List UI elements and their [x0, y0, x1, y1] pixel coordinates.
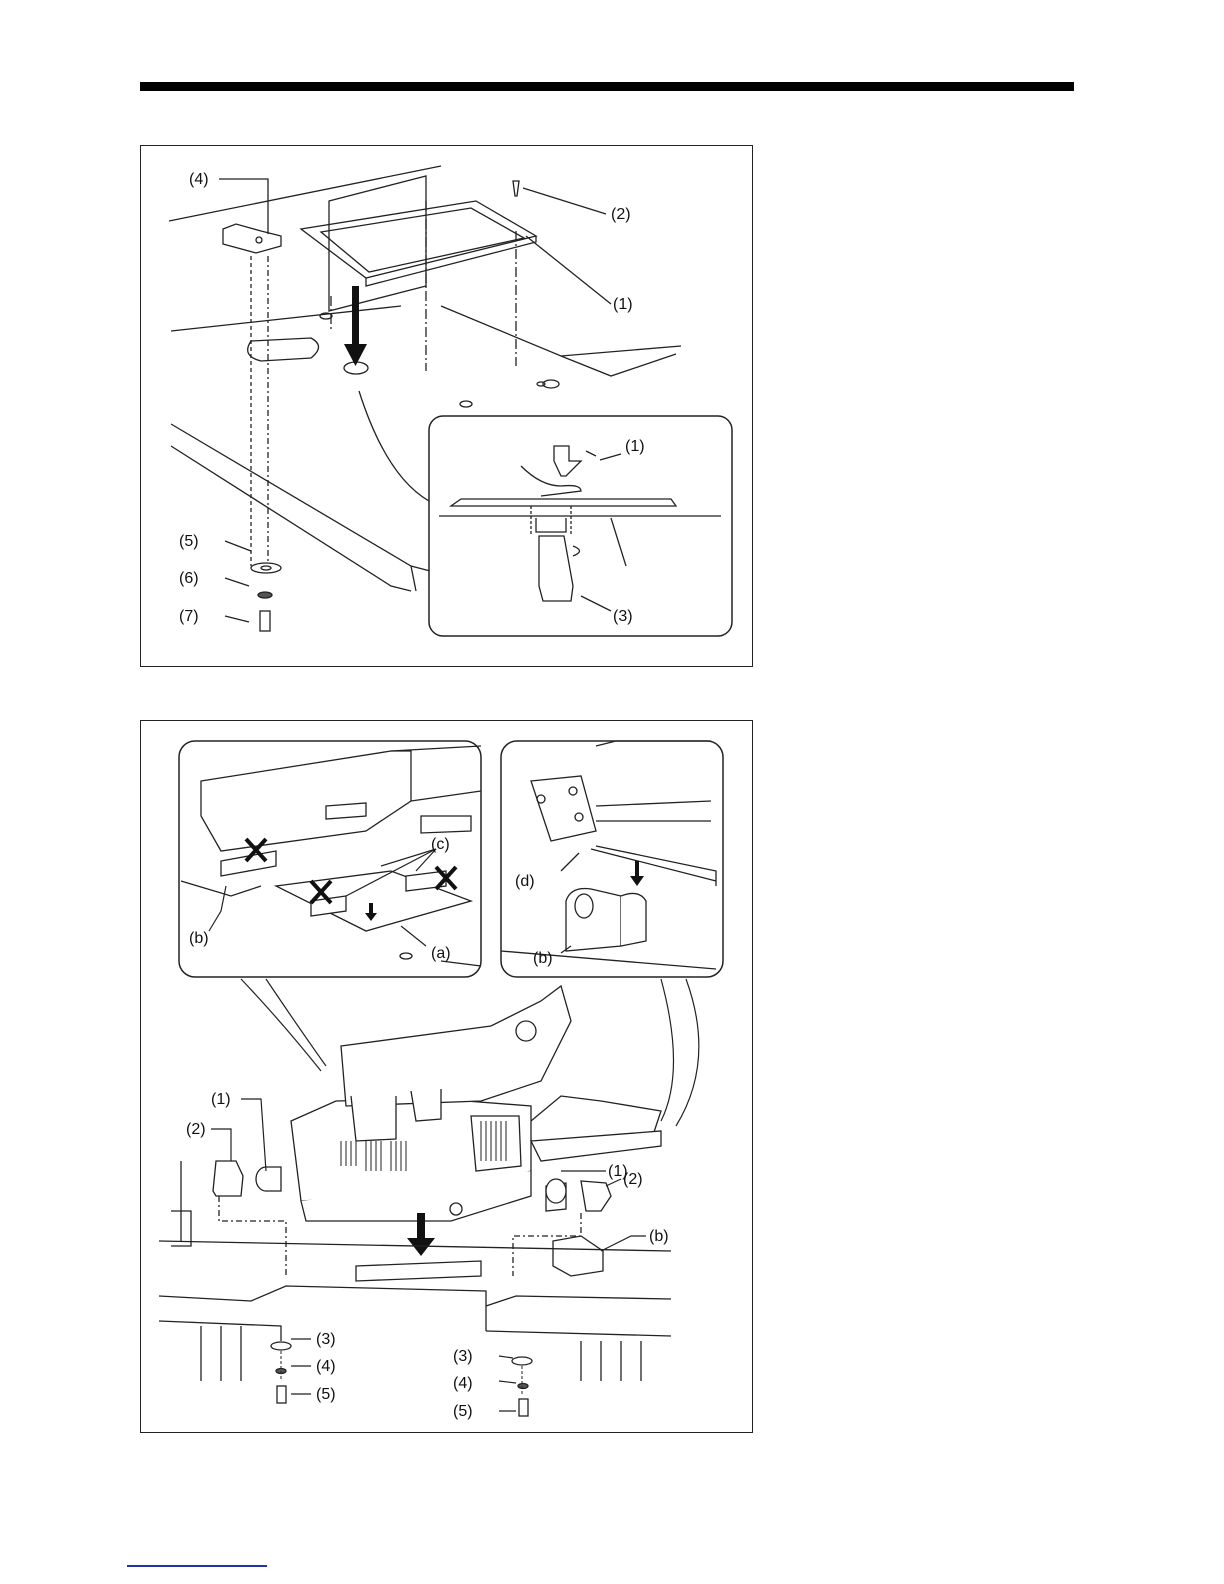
- bolt-7: [260, 611, 270, 631]
- label-fig1-6: (6): [179, 570, 199, 587]
- label-fig2-r2: (2): [623, 1171, 643, 1188]
- label-fig2-l1: (1): [211, 1091, 231, 1108]
- down-arrow-big: [344, 286, 367, 366]
- label-fig2-r3: (3): [453, 1348, 473, 1365]
- inset-right-hinge: (d) (b): [501, 741, 723, 977]
- figure-oil-tank-installation: (4) (2) (1) (1) (3) (5) (6) (7): [140, 145, 753, 667]
- label-fig2-r4: (4): [453, 1375, 473, 1392]
- label-fig1-4: (4): [189, 171, 209, 188]
- spring-washer-6: [258, 592, 272, 598]
- label-fig2-b-left: (b): [189, 930, 209, 947]
- washer-right-3: [512, 1357, 532, 1365]
- oil-pan-plate: [301, 201, 536, 278]
- label-fig2-l5: (5): [316, 1386, 336, 1403]
- label-fig1-3: (3): [613, 608, 633, 625]
- label-fig2-l3: (3): [316, 1331, 336, 1348]
- label-fig2-l4: (4): [316, 1358, 336, 1375]
- label-fig2-a: (a): [431, 945, 451, 962]
- rubber-right-1: [546, 1179, 566, 1203]
- inset-left-caution: (c) (b) (a): [179, 741, 481, 977]
- washer-left-3: [271, 1342, 291, 1350]
- inset-oil-bottle: [429, 416, 732, 636]
- figure-machine-head-installation: (c) (b) (a): [140, 720, 753, 1433]
- illustration-machine-head: (c) (b) (a): [141, 721, 754, 1434]
- label-fig1-1: (1): [613, 296, 633, 313]
- footer-rule: [127, 1565, 267, 1567]
- hinge-b: [566, 889, 621, 952]
- label-fig1-inset-1: (1): [625, 438, 645, 455]
- header-rule: [140, 82, 1074, 91]
- label-fig1-2: (2): [611, 206, 631, 223]
- label-fig2-d: (d): [515, 873, 535, 890]
- oil-pan-box: [329, 176, 426, 311]
- label-fig2-r5: (5): [453, 1403, 473, 1420]
- illustration-table-oil-tank: (4) (2) (1) (1) (3) (5) (6) (7): [141, 146, 754, 668]
- hinge-left-2: [213, 1161, 243, 1196]
- bolt-right-5: [519, 1399, 528, 1416]
- label-fig1-5: (5): [179, 533, 199, 550]
- hinge-b-table: [553, 1236, 603, 1276]
- label-fig2-b-right: (b): [533, 950, 553, 967]
- bracket-4: [223, 224, 281, 253]
- bolt-left-5: [277, 1386, 286, 1403]
- label-fig1-7: (7): [179, 608, 199, 625]
- label-fig2-l2: (2): [186, 1121, 206, 1138]
- label-fig2-rb: (b): [649, 1228, 669, 1245]
- spring-washer-right-4: [518, 1384, 528, 1389]
- label-fig2-c: (c): [431, 836, 450, 853]
